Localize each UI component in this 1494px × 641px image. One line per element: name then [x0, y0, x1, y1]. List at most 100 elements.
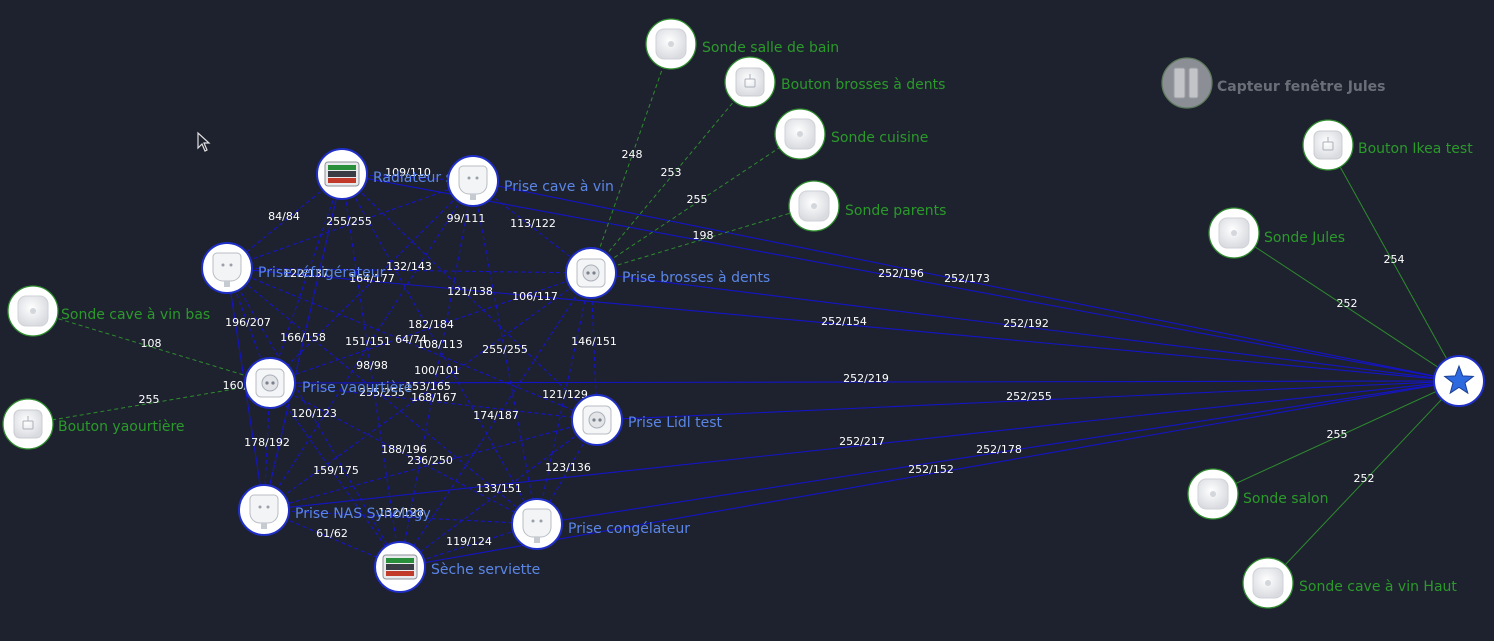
node-label: Bouton brosses à dents: [781, 77, 945, 93]
node-label: Sèche serviette: [431, 562, 540, 578]
link-lqi-label: 121/129: [542, 388, 588, 401]
contact-sensor-icon: [1173, 67, 1199, 99]
link-lqi-label: 196/207: [225, 316, 271, 329]
link-lqi-label: 98/98: [356, 359, 388, 372]
link-cave-seche: [399, 180, 474, 568]
node-sdb[interactable]: Sonde salle de bain: [645, 18, 839, 70]
link-yaourt-congel: [269, 382, 538, 525]
node-cavebas[interactable]: Sonde cave à vin bas: [7, 285, 210, 337]
link-lqi-label: 236/250: [407, 454, 453, 467]
link-lqi-label: 123/136: [545, 461, 591, 474]
plug-icon: [249, 494, 279, 529]
link-lqi-label: 113/122: [510, 217, 556, 230]
node-brosses[interactable]: Prise brosses à dents: [565, 247, 770, 299]
link-lqi-label: 61/62: [316, 527, 348, 540]
node-lidl[interactable]: Prise Lidl test: [571, 394, 723, 446]
node-label: Bouton yaourtière: [58, 419, 185, 435]
node-label: Sonde cave à vin Haut: [1299, 579, 1457, 595]
link-lqi-label: 64/74: [395, 333, 427, 346]
link-jules-coord: [1233, 232, 1460, 382]
link-lqi-label: 198: [693, 229, 714, 242]
node-label: Prise brosses à dents: [622, 270, 770, 286]
sensor-icon: [1218, 217, 1250, 249]
node-label: Capteur fenêtre Jules: [1217, 79, 1386, 95]
node-fenetre[interactable]: Capteur fenêtre Jules: [1161, 57, 1386, 109]
link-nas-coord: [263, 380, 1460, 511]
link-frigo-coord: [226, 267, 1460, 382]
link-lqi-label: 153/165: [405, 380, 451, 393]
link-lqi-label: 255/255: [326, 215, 372, 228]
mouse-cursor-icon: [197, 131, 211, 152]
button-icon: [13, 409, 43, 439]
link-lqi-label: 255/255: [482, 343, 528, 356]
link-lqi-label: 252/255: [1006, 390, 1052, 403]
node-yaourt[interactable]: Prise yaourtière: [244, 357, 412, 409]
socket-icon: [255, 368, 285, 398]
link-yaourt-coord: [269, 380, 1460, 384]
star-icon: [1443, 364, 1475, 395]
node-label: Sonde parents: [845, 203, 946, 219]
link-lidl-seche: [399, 419, 598, 568]
link-cavehaut-coord: [1267, 380, 1460, 584]
node-parents[interactable]: Sonde parents: [788, 180, 946, 232]
node-label: Prise Lidl test: [628, 415, 723, 431]
link-lqi-label: 132/128: [378, 506, 424, 519]
link-lqi-label: 122/137: [283, 267, 329, 280]
link-lqi-label: 188/196: [381, 443, 427, 456]
link-radiateur-lidl: [341, 173, 598, 421]
sensor-icon: [798, 190, 830, 222]
node-frigo[interactable]: Prise réfrigérateur: [201, 242, 386, 294]
link-lqi-label: 108: [141, 337, 162, 350]
socket-icon: [576, 258, 606, 288]
plug-icon: [458, 165, 488, 200]
link-yaourt-cavebas: [32, 310, 271, 384]
link-cave-nas: [263, 180, 474, 511]
node-bbrosses[interactable]: Bouton brosses à dents: [724, 56, 945, 108]
node-cavehaut[interactable]: Sonde cave à vin Haut: [1242, 557, 1457, 609]
link-brosses-yaourt: [269, 272, 592, 384]
link-salon-coord: [1212, 380, 1460, 495]
link-frigo-cave: [226, 180, 474, 269]
link-lqi-label: 252/173: [944, 272, 990, 285]
link-lqi-label: 151/151: [345, 335, 391, 348]
link-nas-radiateur: [263, 173, 343, 511]
link-lqi-label: 248: [622, 148, 643, 161]
sensor-icon: [1252, 567, 1284, 599]
link-lqi-label: 108/113: [417, 338, 463, 351]
node-cave[interactable]: Prise cave à vin: [447, 155, 614, 207]
node-jules[interactable]: Sonde Jules: [1208, 207, 1345, 259]
link-radiateur-coord: [341, 173, 1460, 382]
node-coord[interactable]: [1433, 355, 1485, 407]
node-cuisine[interactable]: Sonde cuisine: [774, 108, 928, 160]
node-byaourt[interactable]: Bouton yaourtière: [2, 398, 185, 450]
node-congel[interactable]: Prise congélateur: [511, 498, 690, 550]
link-lqi-label: 146/151: [571, 335, 617, 348]
node-ikea[interactable]: Bouton Ikea test: [1302, 119, 1473, 171]
sensor-icon: [784, 118, 816, 150]
link-lqi-label: 252/217: [839, 435, 885, 448]
link-lqi-label: 255/255: [359, 386, 405, 399]
node-seche[interactable]: Sèche serviette: [374, 541, 540, 593]
link-lqi-label: 100/101: [414, 364, 460, 377]
plug-icon: [522, 508, 552, 543]
link-lqi-label: 255: [139, 393, 160, 406]
button-icon: [735, 67, 765, 97]
link-yaourt-byaourt: [27, 382, 271, 425]
link-lqi-label: 121/138: [447, 285, 493, 298]
link-brosses-congel: [536, 272, 592, 525]
node-label: Prise yaourtière: [302, 380, 412, 396]
node-label: Sonde salon: [1243, 491, 1328, 507]
link-cave-coord: [472, 180, 1460, 382]
link-brosses-seche: [399, 272, 592, 568]
link-yaourt-seche: [269, 382, 401, 568]
node-salon[interactable]: Sonde salon: [1187, 468, 1328, 520]
node-label: Sonde salle de bain: [702, 40, 839, 56]
heater-module-icon: [382, 554, 418, 580]
button-icon: [1313, 130, 1343, 160]
link-lqi-label: 178/192: [244, 436, 290, 449]
node-nas[interactable]: Prise NAS Synology: [238, 484, 431, 536]
node-label: Sonde cuisine: [831, 130, 928, 146]
link-radiateur-yaourt: [269, 173, 343, 384]
node-label: Sonde cave à vin bas: [61, 307, 210, 323]
